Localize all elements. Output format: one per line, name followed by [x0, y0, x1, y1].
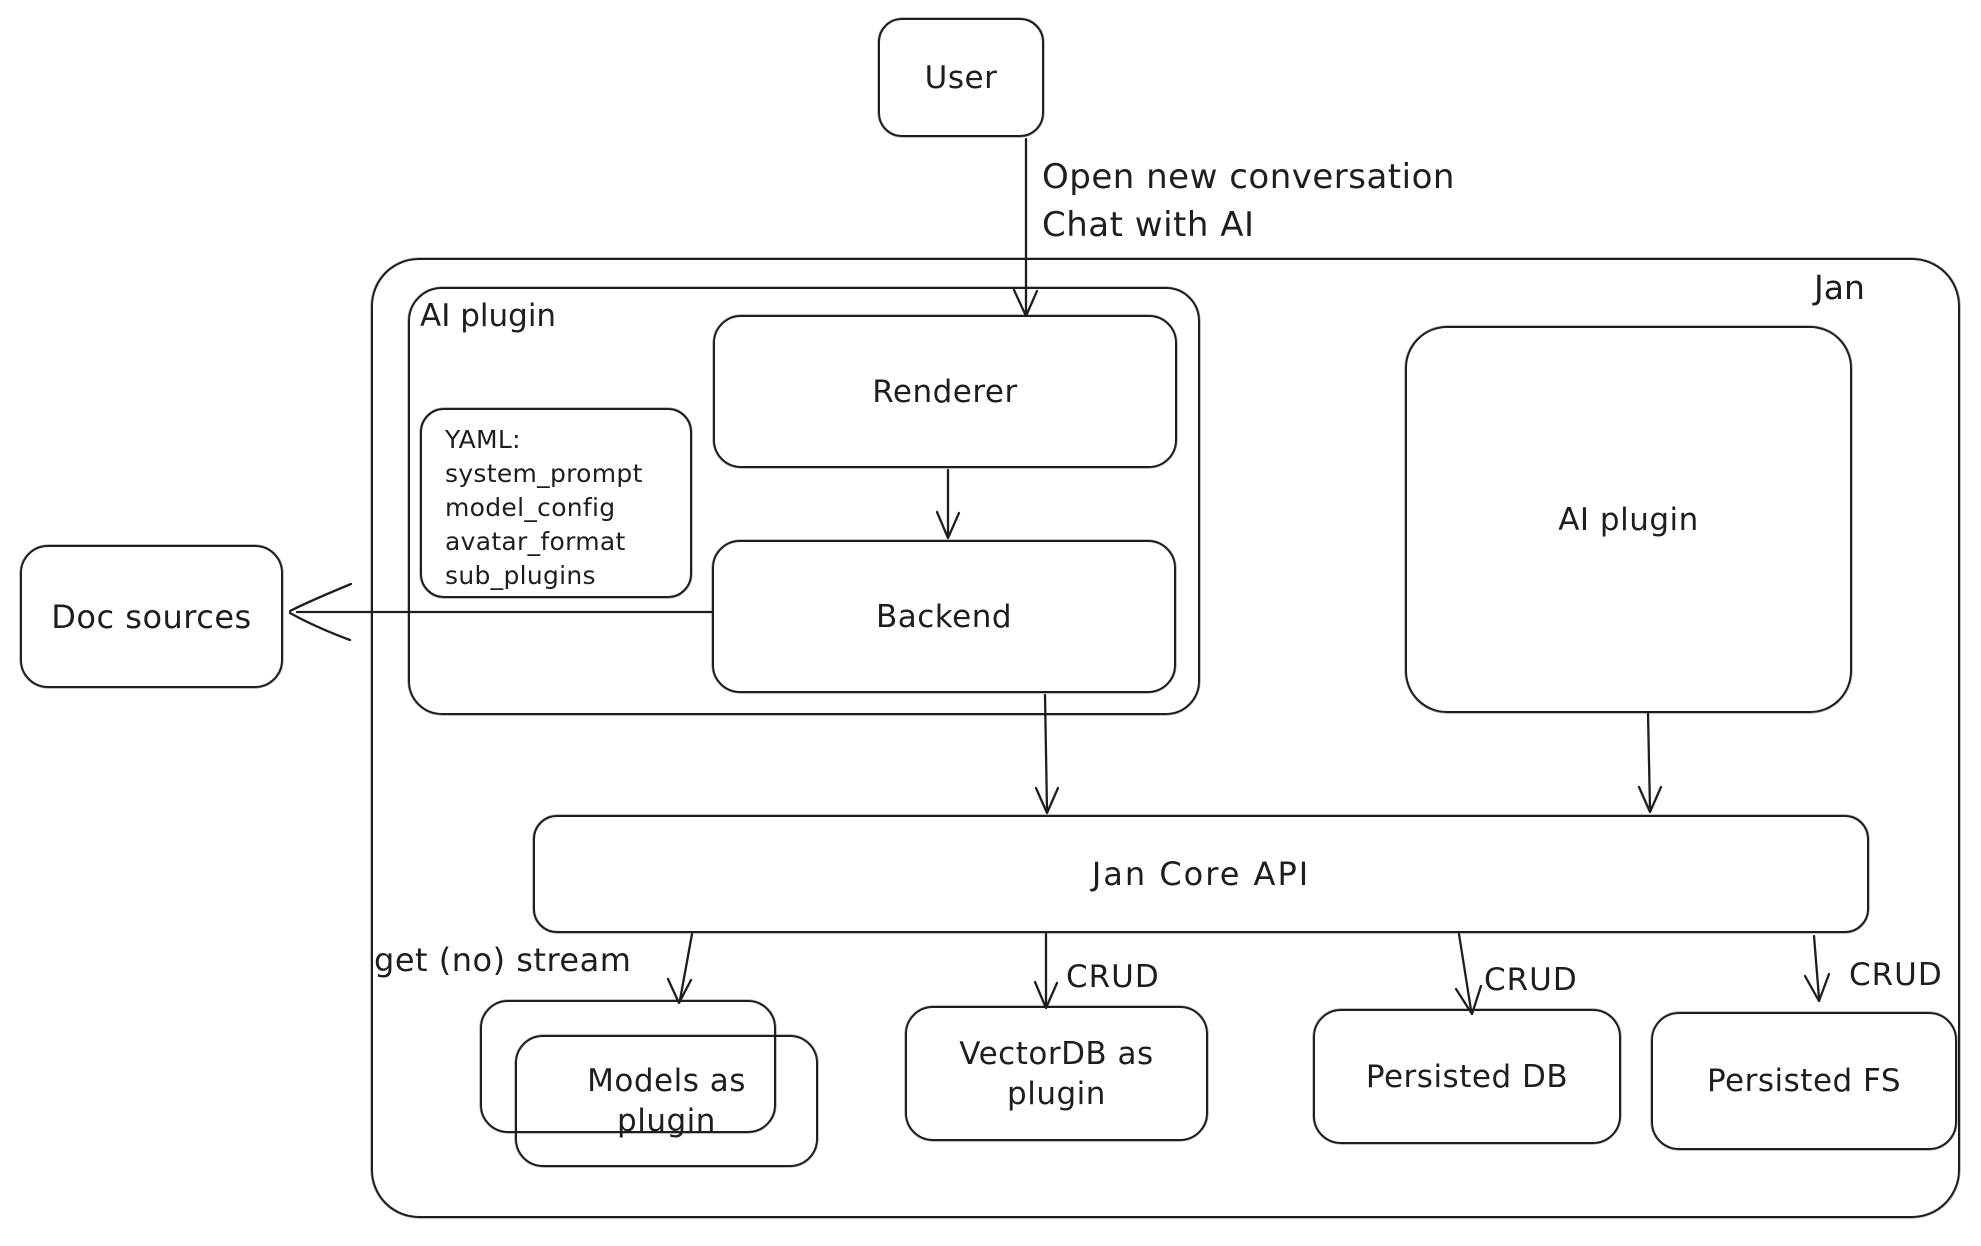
edge-label-user-to-renderer: Open new conversation Chat with AI: [1042, 153, 1455, 249]
jan-container-title: Jan: [1814, 268, 1865, 307]
persisted-db-node-label: Persisted DB: [1365, 1058, 1569, 1095]
ai-plugin-node-label: AI plugin: [1558, 501, 1699, 538]
persisted-fs-node: Persisted FS: [1651, 1012, 1957, 1150]
yaml-line: avatar_format: [445, 527, 626, 556]
user-node: User: [878, 18, 1044, 137]
renderer-node: Renderer: [713, 315, 1177, 468]
edge-label-crud-vectordb: CRUD: [1066, 959, 1160, 995]
yaml-note: YAML: system_prompt model_config avatar_…: [420, 408, 692, 598]
renderer-node-label: Renderer: [872, 373, 1018, 410]
vectordb-as-plugin-node: VectorDB as plugin: [905, 1006, 1208, 1141]
models-as-plugin-node: Models as plugin: [515, 1035, 818, 1167]
models-as-plugin-node-shadow: [480, 1000, 776, 1133]
yaml-line: YAML:: [445, 425, 521, 454]
persisted-fs-node-label: Persisted FS: [1706, 1063, 1902, 1099]
vectordb-as-plugin-node-label: VectorDB as plugin: [959, 1035, 1154, 1112]
user-node-label: User: [924, 59, 998, 96]
backend-node-label: Backend: [875, 598, 1013, 635]
backend-node: Backend: [712, 540, 1176, 693]
edge-label-crud-persisted-fs: CRUD: [1849, 957, 1943, 993]
doc-sources-node: Doc sources: [20, 545, 283, 688]
jan-core-api-node: Jan Core API: [533, 815, 1869, 933]
edge-label-line: Open new conversation: [1042, 157, 1455, 197]
ai-plugin-node: AI plugin: [1405, 326, 1852, 713]
ai-plugin-group-label: AI plugin: [420, 298, 557, 334]
jan-container: [371, 258, 1960, 1218]
yaml-line: model_config: [445, 493, 616, 522]
yaml-line: sub_plugins: [445, 561, 596, 590]
models-as-plugin-node-label: Models as plugin: [587, 1063, 746, 1139]
ai-plugin-group: [408, 287, 1200, 715]
yaml-line: system_prompt: [445, 459, 643, 488]
jan-core-api-node-label: Jan Core API: [1091, 855, 1311, 893]
edge-label-crud-persisted-db: CRUD: [1484, 962, 1578, 998]
persisted-db-node: Persisted DB: [1313, 1009, 1621, 1144]
doc-sources-node-label: Doc sources: [51, 597, 252, 636]
edge-label-get-no-stream: get (no) stream: [374, 941, 632, 979]
edge-label-line: Chat with AI: [1042, 205, 1255, 245]
